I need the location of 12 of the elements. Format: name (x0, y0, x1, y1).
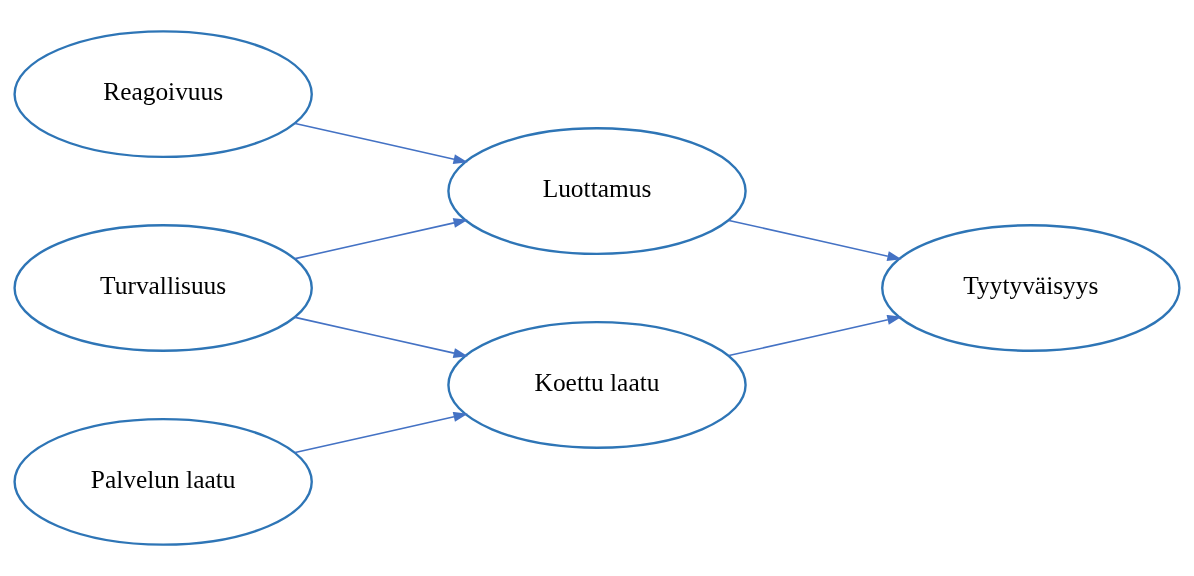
node-ellipse: Palvelun laatu (13, 417, 313, 546)
node-ellipse: Tyytyväisyys (881, 224, 1181, 352)
arrow (294, 218, 468, 260)
node-ellipse: Reagoivuus (13, 30, 313, 159)
node-ellipse: Turvallisuus (13, 224, 313, 352)
arrow (728, 219, 902, 262)
arrow (294, 316, 468, 358)
arrow (294, 122, 468, 165)
arrow (728, 314, 902, 357)
arrow (294, 411, 468, 454)
node-ellipse: Luottamus (447, 127, 747, 255)
node-ellipse: Koettu laatu (447, 321, 747, 449)
